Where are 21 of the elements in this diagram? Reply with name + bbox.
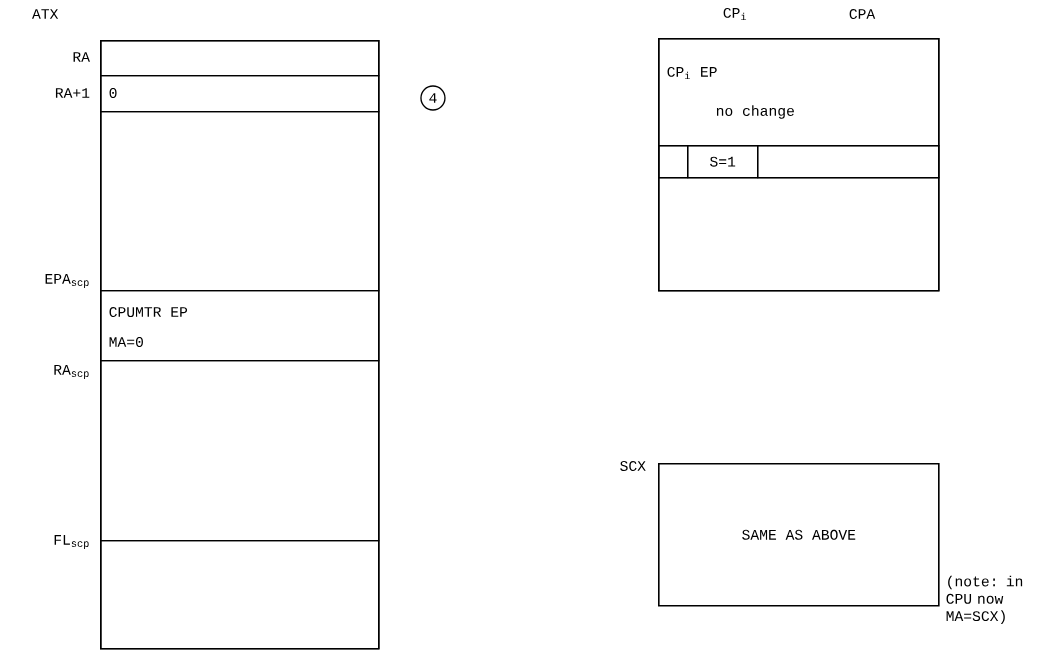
- memory-cell: [658, 177, 940, 292]
- cell-text: 0: [109, 88, 117, 98]
- cell-text: MA=0: [109, 337, 143, 347]
- address-label: CP$_{i}$: [723, 7, 747, 21]
- cell-text: no change: [716, 105, 794, 119]
- cell-text: CPUMTR EP: [109, 307, 188, 317]
- address-label: RA+1: [55, 88, 90, 98]
- memory-block: SAME AS ABOVE: [658, 463, 940, 607]
- note-text: (note: in CPU now MA=SCX): [946, 575, 1023, 624]
- address-label: EPA$_{scp}$: [45, 274, 89, 288]
- address-label: ATX: [32, 9, 59, 19]
- address-label: FL$_{scp}$: [54, 535, 89, 549]
- memory-cell: [658, 145, 689, 179]
- memory-cell: [757, 145, 940, 179]
- cell-text: CP$_{i}$ EP: [667, 66, 717, 80]
- memory-cell: S=1: [687, 145, 759, 179]
- address-label: SCX: [620, 461, 646, 471]
- address-label: CPA: [849, 9, 876, 19]
- address-label: RA$_{scp}$: [54, 365, 89, 379]
- memory-cell: [100, 111, 380, 292]
- address-label: RA: [73, 52, 90, 62]
